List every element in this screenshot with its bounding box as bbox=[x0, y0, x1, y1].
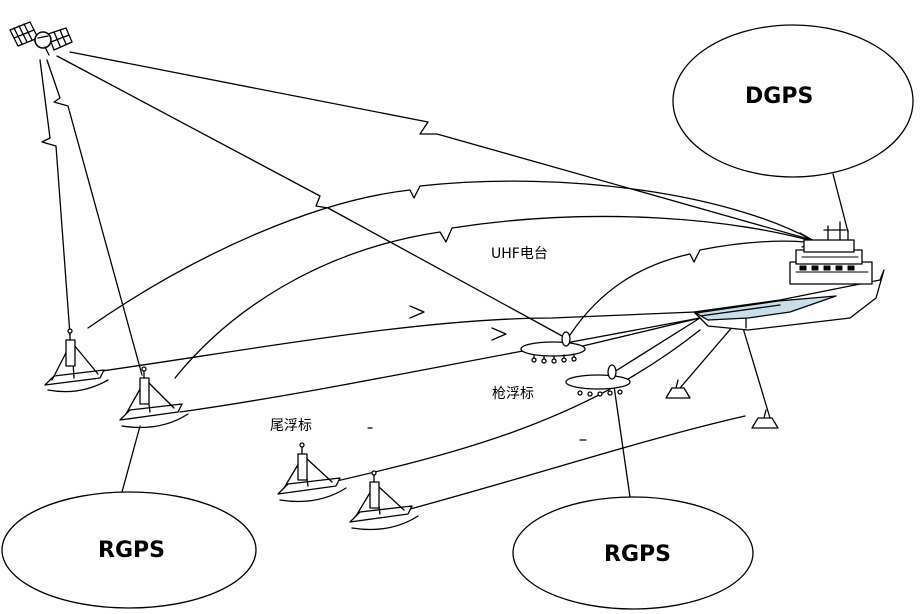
streamer-arrows bbox=[409, 305, 507, 341]
ship-icon bbox=[693, 221, 885, 331]
streamers bbox=[94, 311, 746, 516]
dgps-callout bbox=[672, 24, 914, 233]
tail-buoy-icon bbox=[349, 470, 419, 531]
satellite-signal-lines bbox=[39, 51, 813, 376]
gun-buoy-icon bbox=[520, 331, 586, 364]
satellite-icon bbox=[9, 21, 73, 56]
float-marker-1 bbox=[665, 379, 691, 399]
tail-buoy-label: 尾浮标 bbox=[270, 418, 312, 434]
gun-buoy-icon bbox=[565, 364, 631, 397]
uhf-label: UHF电台 bbox=[491, 246, 548, 262]
scatter-marks bbox=[367, 427, 587, 441]
dgps-label: DGPS bbox=[745, 84, 814, 109]
tail-buoy-icon bbox=[44, 328, 109, 393]
rgps-callout-right bbox=[512, 385, 754, 610]
uhf-radio-arcs bbox=[87, 180, 819, 379]
tow-lines bbox=[565, 317, 771, 419]
rgps-label-left: RGPS bbox=[98, 538, 165, 563]
rgps-callout-left bbox=[1, 425, 257, 609]
tail-buoy-icon bbox=[119, 366, 189, 429]
gun-buoy-label: 枪浮标 bbox=[492, 386, 534, 402]
tail-buoy-icon bbox=[277, 442, 347, 503]
rgps-label-right: RGPS bbox=[604, 542, 671, 567]
float-marker-2 bbox=[751, 409, 779, 429]
